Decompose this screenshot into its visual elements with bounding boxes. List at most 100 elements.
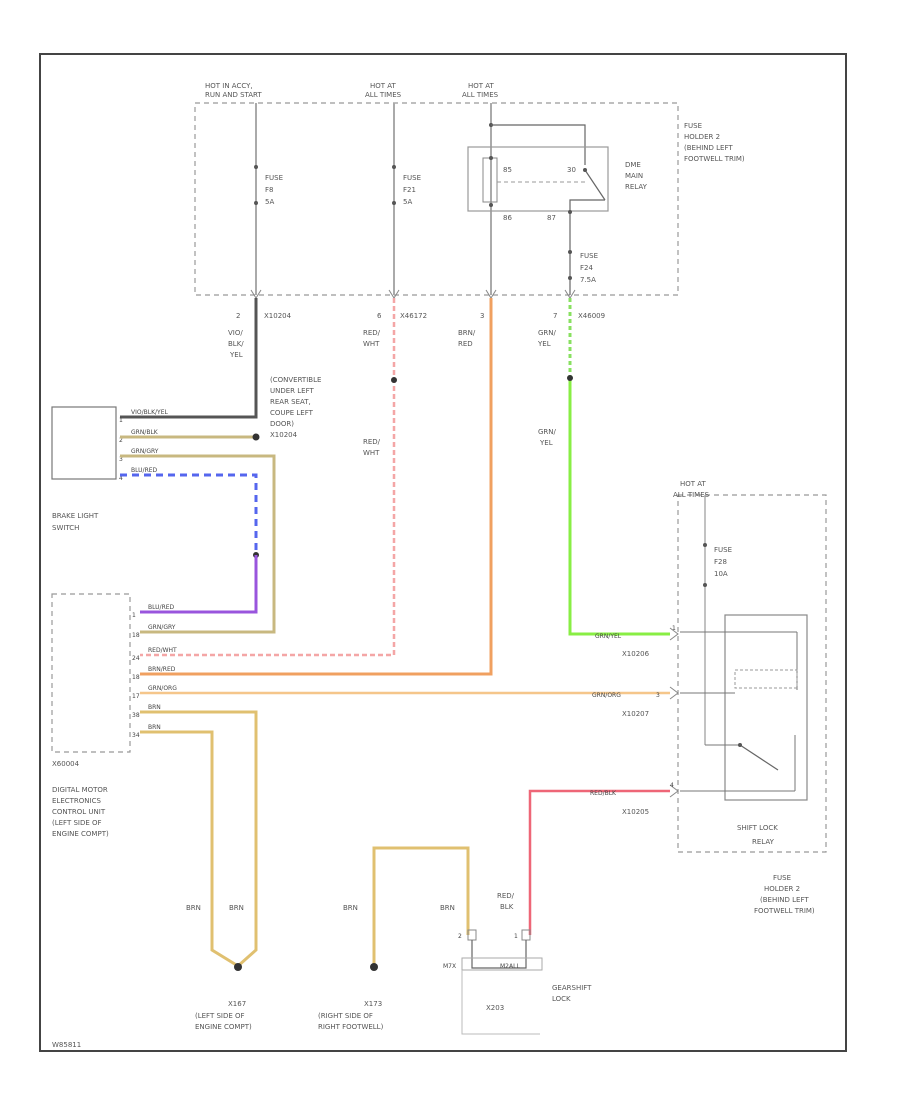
w1-line1: VIO/: [228, 329, 243, 337]
fuse-holder-title-1: FUSE: [684, 122, 702, 130]
w1-line3: YEL: [229, 351, 243, 359]
w4-line2: YEL: [537, 340, 551, 348]
fuse3-id: F24: [580, 264, 593, 272]
shift-pin-1: 1: [672, 625, 676, 632]
dme-wire7: BRN: [148, 724, 161, 731]
fuse2-bottom-node: [392, 201, 396, 205]
bs-pin1: 1: [119, 417, 123, 424]
shift-fuse-id: F28: [714, 558, 727, 566]
splice-label-2: UNDER LEFT: [270, 387, 314, 395]
shift-holder-2: HOLDER 2: [764, 885, 800, 893]
shift-hot-2: ALL TIMES: [673, 491, 710, 499]
hot-label-2-line1: HOT AT: [370, 82, 397, 90]
ground-x173-line2: RIGHT FOOTWELL): [318, 1023, 384, 1031]
bs-pin4: 4: [119, 475, 123, 482]
footer-code: W85811: [52, 1041, 81, 1049]
shift-conn-1: X10206: [622, 650, 650, 658]
fuse-holder-title-3: (BEHIND LEFT: [684, 144, 733, 152]
ground-wire-4: BRN: [440, 904, 455, 912]
fuse3-amps: 7.5A: [580, 276, 596, 284]
dme-wire6: BRN: [148, 704, 161, 711]
relay-switch-arm-2: [739, 744, 779, 771]
relay-pin-85: 85: [503, 166, 512, 174]
wire-red-wht-node: [391, 377, 397, 383]
ground-x167-id: X167: [228, 1000, 246, 1008]
ground-x167: [234, 963, 242, 971]
ground-x173: [370, 963, 378, 971]
shift-fuse-amps: 10A: [714, 570, 728, 578]
splice-label-3: REAR SEAT,: [270, 398, 311, 406]
gs-pin1: 1: [514, 933, 518, 940]
fuse1-id: F8: [265, 186, 273, 194]
relay-switch-arm: [584, 169, 606, 201]
conn1-name: X10204: [264, 312, 292, 320]
dme-pin3: 24: [132, 655, 140, 662]
dme-pin2: 18: [132, 632, 140, 639]
gs-conn: X203: [486, 1004, 504, 1012]
conn2-name: X46172: [400, 312, 427, 320]
conn2-pin: 6: [377, 312, 382, 320]
wire-grn-yel-node: [567, 375, 573, 381]
relay-contact-feed: [491, 124, 586, 165]
shift-lock-relay-box: [724, 614, 808, 801]
hot-label-3-line1: HOT AT: [468, 82, 495, 90]
dme-pin5: 17: [132, 693, 140, 700]
shift-conn-3: X10205: [622, 808, 649, 816]
gearshift-label-1: GEARSHIFT: [552, 984, 592, 992]
dme-wire5: GRN/ORG: [148, 685, 177, 692]
shift-pin-3: 4: [670, 782, 674, 789]
bs-wire3: GRN/GRY: [131, 448, 159, 455]
shift-holder-3: (BEHIND LEFT: [760, 896, 809, 904]
fuse3-top-node: [568, 210, 572, 214]
wire-grn-gry: [120, 454, 276, 634]
splice-label-4: COUPE LEFT: [270, 409, 314, 417]
ground-x167-line1: (LEFT SIDE OF: [195, 1012, 245, 1020]
conn4-name: X46009: [578, 312, 605, 320]
shift-wire-2: GRN/ORG: [592, 692, 621, 699]
wire-brn-red: [140, 298, 493, 676]
brake-switch-label-2: SWITCH: [52, 524, 79, 532]
dme-label-3: CONTROL UNIT: [52, 808, 106, 816]
shift-fuse-bottom-node: [703, 583, 707, 587]
wire-vio-blk-yel: [120, 298, 258, 419]
fuse1-amps: 5A: [265, 198, 274, 206]
fuse1-bottom-node: [254, 201, 258, 205]
relay-pin85-node: [489, 156, 493, 160]
fuse2-name: FUSE: [403, 174, 421, 182]
fuse2-id: F21: [403, 186, 416, 194]
ground-x173-id: X173: [364, 1000, 382, 1008]
fuse3-bottom-node: [568, 276, 572, 280]
w2b-line1: RED/: [363, 438, 381, 446]
shift-conn-marker-2: [669, 686, 679, 700]
w2b-line2: WHT: [363, 449, 380, 457]
dme-label-1: DIGITAL MOTOR: [52, 786, 108, 794]
fuse1-top-node: [254, 165, 258, 169]
splice-label-1: (CONVERTIBLE: [270, 376, 321, 384]
gs-sub-1: M7X: [443, 963, 456, 970]
shift-fuse-name: FUSE: [714, 546, 732, 554]
ground-x173-line1: (RIGHT SIDE OF: [318, 1012, 373, 1020]
relay-pin-87: 87: [547, 214, 556, 222]
gs-wire-red-1: RED/: [497, 892, 515, 900]
fuse-holder-title-4: FOOTWELL TRIM): [684, 155, 745, 163]
gs-sub-2: M2ALL: [500, 963, 520, 970]
hot-label-1-line2: RUN AND START: [205, 91, 262, 99]
dme-pin7: 34: [132, 732, 140, 739]
relay-pin-86: 86: [503, 214, 512, 222]
gearshift-lock-solenoid: [471, 940, 527, 969]
shift-conn-marker-1: [669, 627, 679, 641]
w4b-line2: YEL: [539, 439, 553, 447]
shift-fuse-top-node: [703, 543, 707, 547]
hot-label-3-line2: ALL TIMES: [462, 91, 499, 99]
dme-label-2: ELECTRONICS: [52, 797, 101, 805]
dme-main-relay-box: [467, 146, 609, 212]
splice-label-6: X10204: [270, 431, 298, 439]
bs-wire4: BLU/RED: [131, 467, 158, 474]
relay-pin30-node: [583, 168, 587, 172]
wire-red-blk: [528, 789, 670, 935]
gs-body-outline: [461, 970, 540, 1035]
shift-lock-fuse-holder-box: [677, 494, 827, 853]
fuse3-name: FUSE: [580, 252, 598, 260]
relay-pin-30: 30: [567, 166, 576, 174]
